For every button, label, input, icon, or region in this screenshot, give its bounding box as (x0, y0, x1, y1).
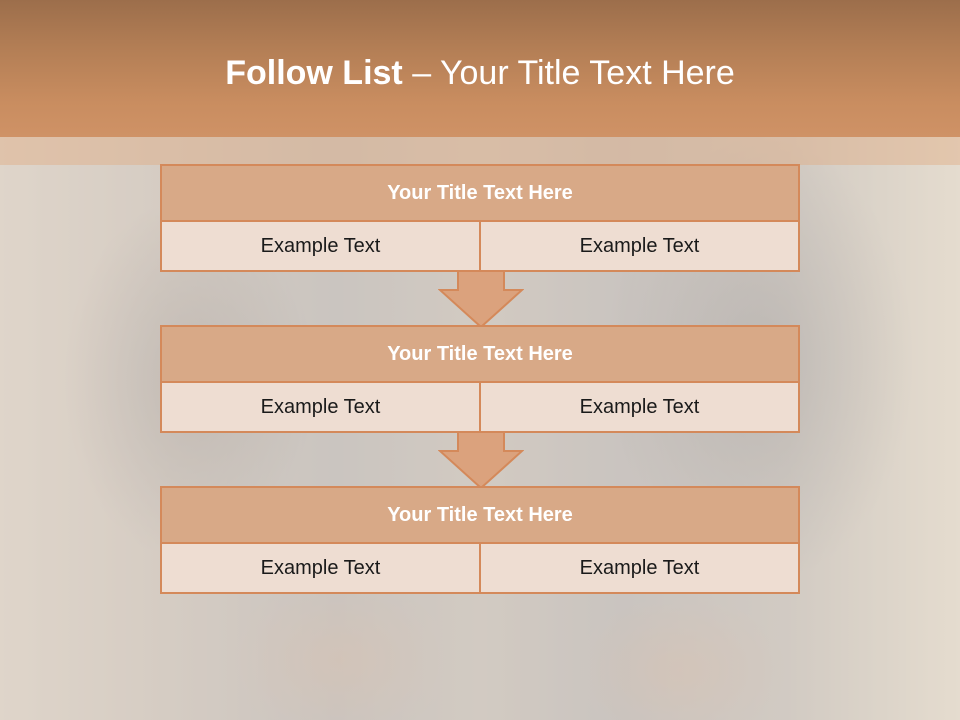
title-bar (0, 0, 960, 137)
slide-title: Follow List – Your Title Text Here (0, 54, 960, 93)
step-2-left-cell: Example Text (260, 395, 381, 418)
step-2-right-cell: Example Text (479, 383, 798, 431)
step-block-3: Your Title Text Here Example Text Exampl… (160, 486, 800, 594)
down-arrow-icon (438, 270, 524, 328)
down-arrow-icon (438, 431, 524, 489)
slide-title-bold: Follow List (225, 54, 403, 92)
title-strip (0, 137, 960, 165)
step-title-2: Your Title Text Here (162, 327, 798, 383)
step-title-1: Your Title Text Here (162, 166, 798, 222)
step-3-left-cell: Example Text (260, 556, 381, 579)
step-3-right-cell: Example Text (479, 544, 798, 592)
step-1-right-cell: Example Text (479, 222, 798, 270)
step-1-left-cell: Example Text (260, 234, 381, 257)
step-title-3: Your Title Text Here (162, 488, 798, 544)
step-block-1: Your Title Text Here Example Text Exampl… (160, 164, 800, 272)
step-block-2: Your Title Text Here Example Text Exampl… (160, 325, 800, 433)
step-row-3: Example Text Example Text (162, 544, 798, 592)
step-row-1: Example Text Example Text (162, 222, 798, 270)
step-row-2: Example Text Example Text (162, 383, 798, 431)
slide-title-rest: – Your Title Text Here (402, 54, 735, 92)
